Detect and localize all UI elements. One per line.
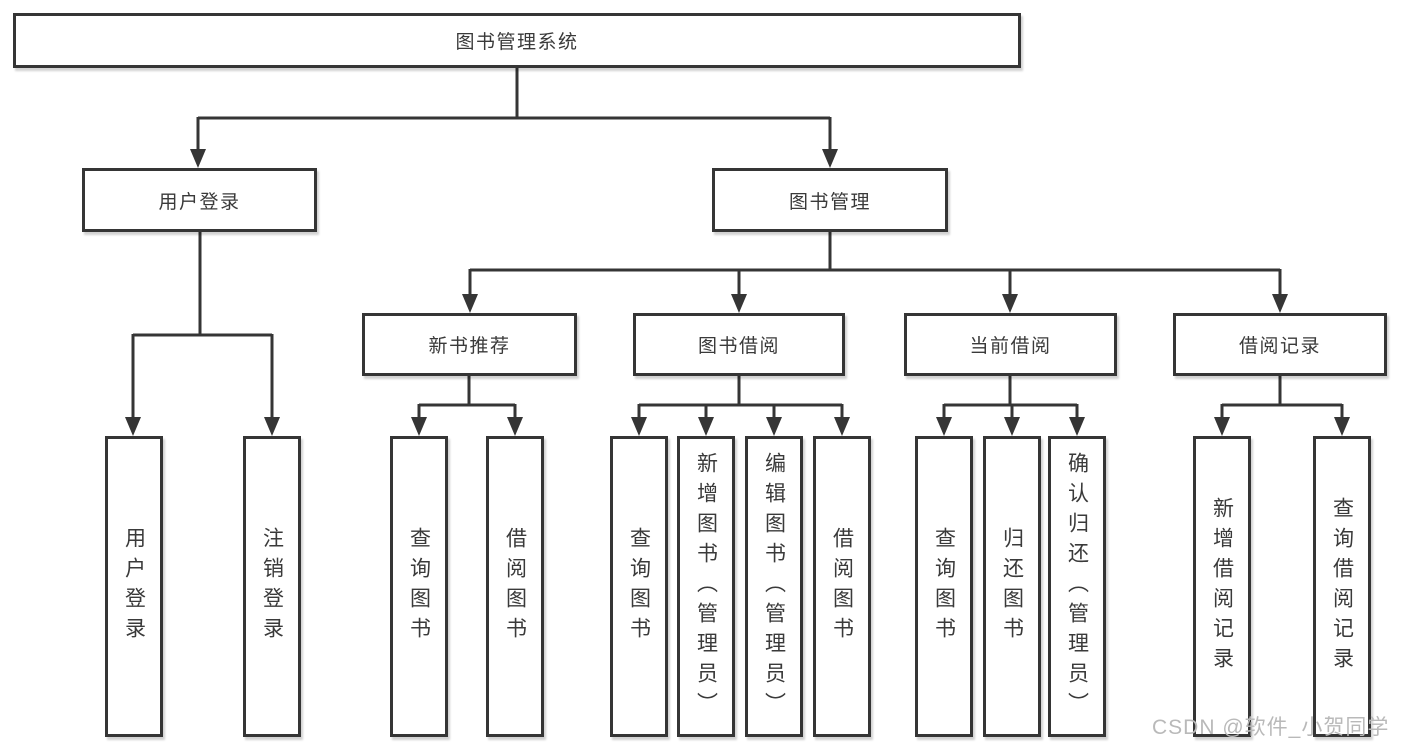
node-leaf-query-borrow-record: 查询借阅记录 [1313,436,1371,737]
node-leaf-add-borrow-record: 新增借阅记录 [1193,436,1251,737]
csdn-watermark: CSDN @软件_小贺同学 [1152,716,1390,739]
node-leaf-query-books-current: 查询图书 [915,436,973,737]
node-leaf-return-books: 归还图书 [983,436,1041,737]
node-leaf-logout: 注销登录 [243,436,301,737]
node-leaf-add-books-admin: 新增图书（管理员） [677,436,735,737]
node-leaf-user-login: 用户登录 [105,436,163,737]
node-borrowing-records: 借阅记录 [1173,313,1387,376]
node-leaf-query-books-recommend: 查询图书 [390,436,448,737]
node-book-management-branch: 图书管理 [712,168,948,232]
node-book-borrowing: 图书借阅 [633,313,845,376]
node-current-borrowing: 当前借阅 [904,313,1117,376]
node-library-management-system: 图书管理系统 [13,13,1021,68]
node-leaf-query-books-borrow: 查询图书 [610,436,668,737]
node-new-book-recommendation: 新书推荐 [362,313,577,376]
node-leaf-confirm-return-admin: 确认归还（管理员） [1048,436,1106,737]
node-leaf-borrow-books-recommend: 借阅图书 [486,436,544,737]
node-leaf-borrow-books: 借阅图书 [813,436,871,737]
node-user-login-branch: 用户登录 [82,168,317,232]
node-leaf-edit-books-admin: 编辑图书（管理员） [745,436,803,737]
